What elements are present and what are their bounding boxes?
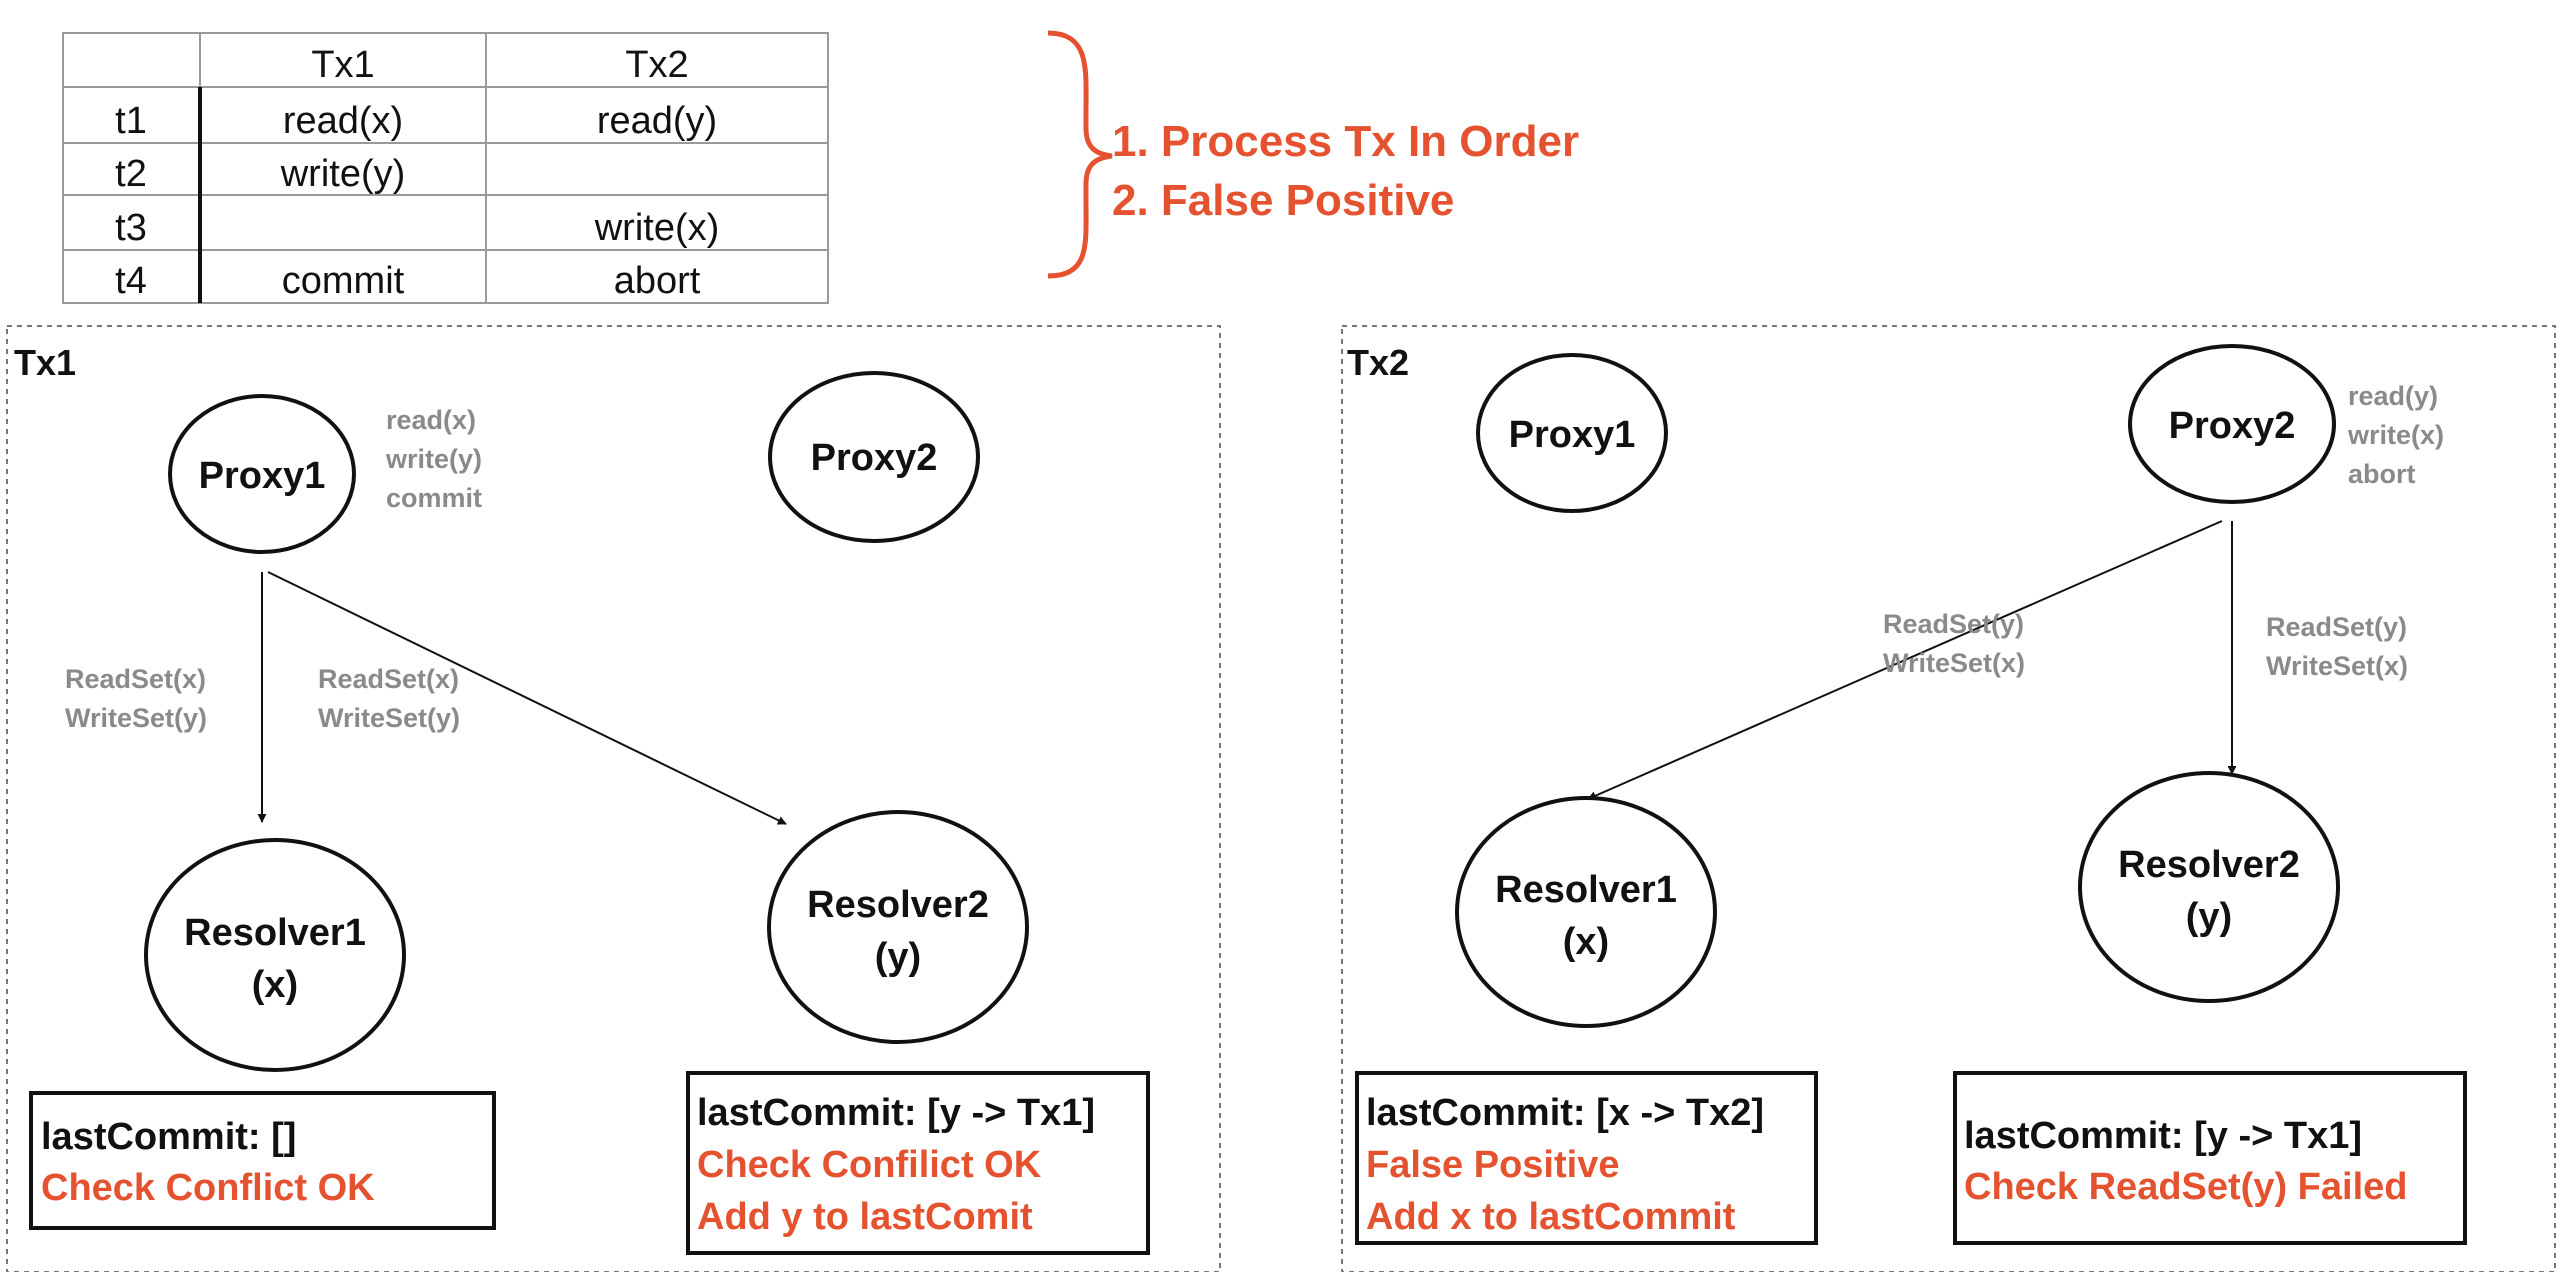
note-state: lastCommit: [y -> Tx1] xyxy=(697,1092,1095,1134)
table-cell-time: t2 xyxy=(115,153,147,195)
note-box xyxy=(29,1091,496,1230)
table-cell-time: t1 xyxy=(115,100,147,142)
table-cell-time: t4 xyxy=(115,260,147,302)
edge-label: WriteSet(x) xyxy=(1883,648,2025,678)
note-line: Check Conflict OK xyxy=(41,1167,375,1209)
note-state: lastCommit: [] xyxy=(41,1116,296,1158)
note-state: lastCommit: [y -> Tx1] xyxy=(1964,1115,2362,1157)
edge-proxy1-resolver2 xyxy=(267,571,787,825)
edge-label: ReadSet(x) xyxy=(65,664,206,694)
note-box xyxy=(1355,1071,1818,1245)
node-resolver1-name: Resolver1 xyxy=(1495,869,1677,911)
edge-label: ReadSet(y) xyxy=(2266,612,2407,642)
node-proxy2-label: Proxy2 xyxy=(2169,405,2296,447)
node-resolver2-name: Resolver2 xyxy=(807,884,989,926)
table-border xyxy=(62,32,829,304)
node-proxy2 xyxy=(2128,344,2336,504)
edge-label: WriteSet(x) xyxy=(2266,651,2408,681)
node-proxy1 xyxy=(1476,353,1668,513)
node-proxy2 xyxy=(768,371,980,543)
table-cell-tx1: commit xyxy=(282,260,405,302)
proxy1-op: write(y) xyxy=(385,444,482,474)
table-cell-tx2: write(x) xyxy=(594,207,720,249)
step-1: 1. Process Tx In Order xyxy=(1112,117,1579,166)
edge-label: ReadSet(y) xyxy=(1883,609,2024,639)
node-resolver1-name: Resolver1 xyxy=(184,912,366,954)
table-cell-tx1: write(y) xyxy=(280,153,406,195)
panel-tx2: Tx2 Proxy1 Proxy2 Resolver1 (x) Resolver… xyxy=(1341,325,2556,1272)
panel-title: Tx2 xyxy=(1347,342,1409,383)
table-cell-tx2: read(y) xyxy=(597,100,717,142)
panel-border xyxy=(1341,325,2556,1272)
panel-tx1: Tx1 Proxy1 Proxy2 Resolver1 (x) Resolver… xyxy=(6,325,1221,1272)
proxy1-op: read(x) xyxy=(386,405,476,435)
node-proxy1 xyxy=(168,394,356,554)
node-resolver1 xyxy=(1455,796,1717,1028)
curly-brace xyxy=(1047,30,1113,279)
edge-label: WriteSet(y) xyxy=(318,703,460,733)
note-state: lastCommit: [x -> Tx2] xyxy=(1366,1092,1764,1134)
proxy2-op: abort xyxy=(2348,459,2416,489)
note-line: Check ReadSet(y) Failed xyxy=(1964,1166,2407,1208)
note-resolver2: lastCommit: [y -> Tx1] Check Confilict O… xyxy=(686,1071,1150,1255)
table-cell-tx2: abort xyxy=(614,260,701,302)
note-resolver1: lastCommit: [x -> Tx2] False Positive Ad… xyxy=(1355,1071,1818,1245)
node-resolver1-key: (x) xyxy=(252,964,298,1006)
panel-border xyxy=(6,325,1221,1272)
node-resolver2-key: (y) xyxy=(875,936,921,978)
proxy1-op: commit xyxy=(386,483,482,513)
note-line: Add y to lastComit xyxy=(697,1196,1033,1238)
node-resolver1-key: (x) xyxy=(1563,921,1609,963)
step-2: 2. False Positive xyxy=(1112,176,1454,225)
edge-label: WriteSet(y) xyxy=(65,703,207,733)
node-resolver2 xyxy=(2078,771,2340,1003)
panel-title: Tx1 xyxy=(14,342,76,383)
node-proxy1-label: Proxy1 xyxy=(199,455,326,497)
node-resolver2-name: Resolver2 xyxy=(2118,844,2300,886)
node-resolver2-key: (y) xyxy=(2186,896,2232,938)
edge-label: ReadSet(x) xyxy=(318,664,459,694)
note-resolver2: lastCommit: [y -> Tx1] Check ReadSet(y) … xyxy=(1953,1071,2467,1245)
table-cell-time: t3 xyxy=(115,207,147,249)
table-header-tx1: Tx1 xyxy=(311,44,374,86)
node-proxy1-label: Proxy1 xyxy=(1509,414,1636,456)
note-box xyxy=(686,1071,1150,1255)
table-header-tx2: Tx2 xyxy=(625,44,688,86)
proxy2-op: read(y) xyxy=(2348,381,2438,411)
note-line: Check Confilict OK xyxy=(697,1144,1042,1186)
node-proxy2-label: Proxy2 xyxy=(811,437,938,479)
note-resolver1: lastCommit: [] Check Conflict OK xyxy=(29,1091,496,1230)
node-resolver2 xyxy=(767,810,1029,1044)
edge-proxy2-resolver1 xyxy=(1587,520,2223,800)
node-resolver1 xyxy=(144,838,406,1072)
proxy2-op: write(x) xyxy=(2347,420,2444,450)
table-cell-tx1: read(x) xyxy=(283,100,403,142)
note-line: False Positive xyxy=(1366,1144,1619,1186)
note-box xyxy=(1953,1071,2467,1245)
schedule-table: Tx1 Tx2 t1 read(x) read(y) t2 write(y) t… xyxy=(62,32,829,304)
note-line: Add x to lastCommit xyxy=(1366,1196,1736,1238)
